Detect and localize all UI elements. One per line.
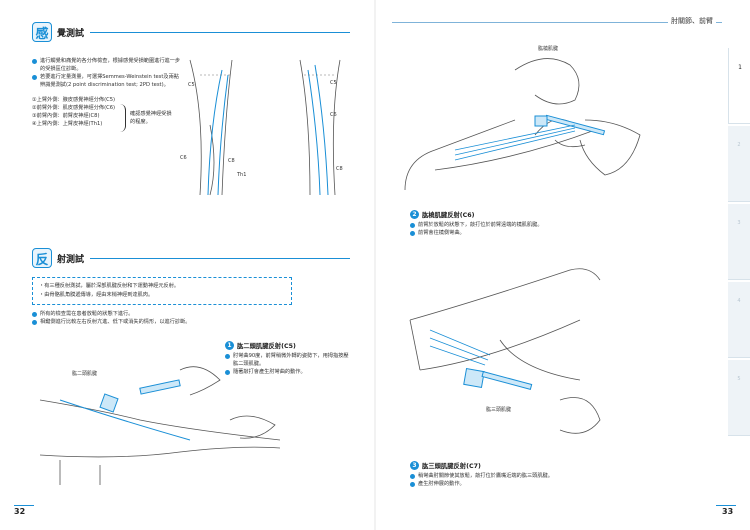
brachioradialis-tendon-label: 肱橈肌腱 — [538, 46, 559, 52]
triceps-reflex-illustration — [409, 268, 601, 434]
dermatome-label: Th1 — [237, 172, 247, 178]
chapter-tab-3[interactable]: 3 脊椎 — [728, 204, 750, 280]
header-rule — [392, 22, 722, 23]
brachioradialis-reflex-title: 肱橈肌腱反射(C6) — [422, 212, 475, 219]
biceps-reflex-illustration — [39, 366, 281, 485]
footer-rule — [14, 505, 34, 506]
running-header: 肘關節、前臂 — [668, 16, 716, 26]
sensory-rule — [90, 31, 351, 33]
spine-gutter — [374, 0, 376, 530]
brachioradialis-desc: 前臂會往橈側彎曲。 — [418, 230, 465, 236]
nerve-item: ③前臂內側：前臂皮神經(C8) — [32, 113, 100, 119]
triceps-tendon-label: 肱三頭肌腱 — [486, 407, 512, 413]
sensory-bullet: 進行觸覺和痛覺的各分佈檢查，根據感覺受損範圍進行進一步的受損區位診斷。 — [32, 57, 182, 73]
reflex-rule — [90, 257, 351, 259]
triceps-reflex-title: 肱三頭肌腱反射(C7) — [422, 463, 481, 470]
chapter-tab-1[interactable]: 1 上肢 — [728, 48, 750, 124]
dermatome-label: C8 — [228, 158, 235, 164]
sensory-title: 覺測試 — [57, 28, 85, 39]
nerve-list: ①上臂外側：腋皮感覺神經分佈(C5) ②前臂外側：肌皮感覺神經分佈(C6) ③前… — [32, 96, 115, 128]
nerve-item: ①上臂外側：腋皮感覺神經分佈(C5) — [32, 97, 116, 103]
chapter-tab-4[interactable]: 4 代謝性疾患 — [728, 282, 750, 358]
sensory-heading: 感 覺測試 — [32, 22, 351, 42]
biceps-desc: 隨著敲打會產生肘彎曲的動作。 — [233, 369, 306, 375]
page-number-left: 32 — [14, 507, 26, 516]
footer-rule — [716, 505, 736, 506]
biceps-desc: 肘彎曲90度，前臂稍微外轉的姿勢下，用拇指按壓肱二頭肌腱。 — [233, 353, 349, 367]
step-number: 1 — [225, 341, 234, 350]
reflex-bullets: 所有的檢查需在患者放鬆的狀態下進行。 相鍵側進行比較左右反射亢進、低下或消失的情… — [32, 310, 292, 326]
reflex-summary-box: 有三種反射測試，屬於深部肌腱反射和下運動神經元反射。 由骨骼肌角膜遞傳導，經由末… — [32, 277, 292, 305]
biceps-tendon-label: 肱二頭肌腱 — [72, 371, 98, 377]
dermatome-label: C8 — [336, 166, 343, 172]
dermatome-label: C5 — [188, 82, 195, 88]
dermatome-label: C5 — [330, 80, 337, 86]
triceps-desc: 產生肘伸展的動作。 — [418, 481, 465, 487]
reflex-bullet: 所有的檢查需在患者放鬆的狀態下進行。 — [32, 310, 292, 318]
nerve-item: ②前臂外側：肌皮感覺神經分佈(C6) — [32, 105, 116, 111]
step-number: 3 — [410, 461, 419, 470]
triceps-desc: 稍彎曲肘關節使其放鬆，敲打位於鷹嘴近端的肱三頭肌腱。 — [418, 473, 553, 479]
reflex-heading: 反 射測試 — [32, 248, 351, 268]
brachioradialis-reflex-illustration — [404, 58, 641, 191]
brace-note: 確認感覺神經受損的程度。 — [130, 111, 172, 125]
nerve-item: ④上臂內側：上臂皮神經(Th1) — [32, 121, 103, 127]
brace — [120, 104, 126, 132]
sensory-bullet: 若要進行定量測量，可選擇Semmes-Weinstein test及兩點辨識覺測… — [32, 73, 182, 89]
summary-line: 有三種反射測試，屬於深部肌腱反射和下運動神經元反射。 — [39, 282, 285, 291]
biceps-reflex-title: 肱二頭肌腱反射(C5) — [237, 343, 296, 350]
reflex-bullet: 相鍵側進行比較左右反射亢進、低下或消失的情形，以進行診斷。 — [32, 318, 292, 326]
step-number: 2 — [410, 210, 419, 219]
reflex-title: 射測試 — [57, 254, 85, 265]
summary-line: 由骨骼肌角膜遞傳導，經由末梢神經到達肌肉。 — [39, 291, 285, 300]
dermatome-label: C6 — [180, 155, 187, 161]
chapter-tab-strip: 1 上肢 2 下肢 3 脊椎 4 代謝性疾患 5 腫瘤與其他疾患 — [728, 48, 750, 438]
brachioradialis-desc: 前臂於放鬆的狀態下，敲打位於前臂遠端的橈肌肌腱。 — [418, 222, 543, 228]
arm-dermatome-illustration — [189, 59, 341, 196]
sensory-bullets: 進行觸覺和痛覺的各分佈檢查，根據感覺受損範圍進行進一步的受損區位診斷。 若要進行… — [32, 57, 182, 89]
chapter-tab-2[interactable]: 2 下肢 — [728, 126, 750, 202]
reflex-badge: 反 — [32, 248, 52, 268]
chapter-tab-5[interactable]: 5 腫瘤與其他疾患 — [728, 360, 750, 436]
page-number-right: 33 — [722, 507, 734, 516]
dermatome-label: C6 — [330, 112, 337, 118]
sensory-badge: 感 — [32, 22, 52, 42]
